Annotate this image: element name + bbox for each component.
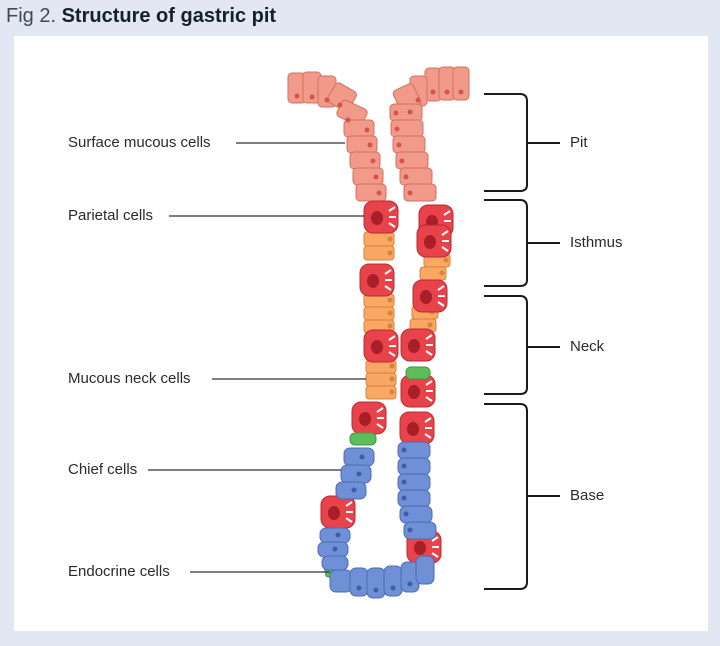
bracket-pit [484, 93, 560, 192]
label-neck: Neck [570, 338, 605, 355]
bracket-isthmus [484, 199, 560, 287]
label-base: Base [570, 487, 605, 504]
label-isthmus: Isthmus [570, 234, 623, 251]
bracket-neck [484, 295, 560, 395]
label-surface-mucous-cells: Surface mucous cells [68, 134, 211, 151]
label-parietal-cells: Parietal cells [68, 207, 154, 224]
mucous-neck-cells-left [363, 231, 397, 400]
surface-mucous-cells-left [287, 71, 387, 202]
surface-mucous-cells-right [389, 66, 470, 202]
region-brackets [484, 93, 560, 590]
figure-number: Fig 2. [6, 5, 57, 27]
label-chief-cells: Chief cells [68, 461, 138, 478]
figure-header: Fig 2. Structure of gastric pit [6, 5, 276, 28]
label-mucous-neck-cells: Mucous neck cells [68, 370, 191, 387]
cell-leader-lines [148, 142, 366, 573]
bracket-base [484, 403, 560, 590]
figure-title: Structure of gastric pit [61, 5, 277, 27]
chief-cells-left [317, 447, 375, 593]
chief-cells-base-right [349, 441, 437, 599]
label-pit: Pit [570, 134, 588, 151]
label-endocrine-cells: Endocrine cells [68, 563, 170, 580]
